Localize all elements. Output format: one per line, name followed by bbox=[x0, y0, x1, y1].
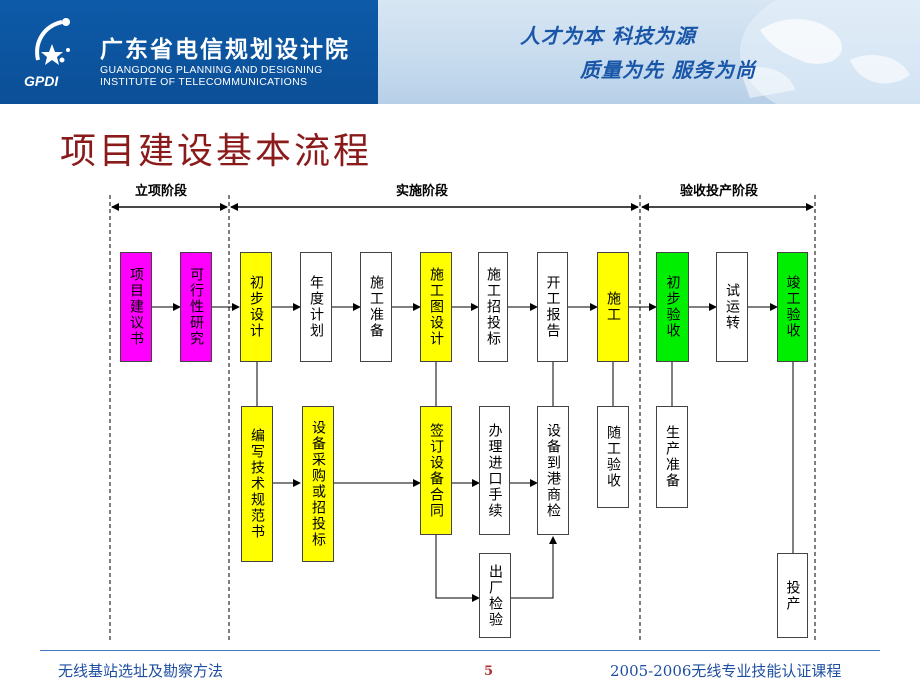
box-trial-run: 试运转 bbox=[716, 252, 748, 362]
box-label: 开工报告 bbox=[544, 275, 561, 339]
box-construction-drawing-design: 施工图设计 bbox=[420, 252, 452, 362]
box-label: 出厂检验 bbox=[487, 563, 503, 628]
box-factory-inspection: 出厂检验 bbox=[479, 553, 511, 638]
box-label: 生产准备 bbox=[664, 425, 680, 489]
box-label: 施工招投标 bbox=[485, 267, 501, 347]
footer-course-name: 2005-2006无线专业技能认证课程 bbox=[610, 662, 842, 680]
box-preliminary-design: 初步设计 bbox=[240, 252, 272, 362]
page-number: 5 bbox=[484, 664, 494, 679]
box-label: 施工图设计 bbox=[428, 267, 444, 347]
box-label: 设备采购或招投标 bbox=[310, 420, 326, 548]
box-project-proposal: 项目建议书 bbox=[120, 252, 152, 362]
box-final-acceptance: 竣工验收 bbox=[777, 252, 808, 362]
box-construction-prep: 施工准备 bbox=[360, 252, 392, 362]
box-label: 投产 bbox=[784, 579, 801, 612]
flow-arrows bbox=[152, 303, 794, 602]
stage-acceptance-label: 验收投产阶段 bbox=[680, 184, 759, 199]
box-feasibility-study: 可行性研究 bbox=[180, 252, 212, 362]
box-label: 编写技术规范书 bbox=[249, 428, 265, 540]
header-banner: GPDI 广东省电信规划设计院 GUANGDONG PLANNING AND D… bbox=[0, 0, 920, 104]
globe-graphic bbox=[740, 0, 920, 104]
footer-course-topic: 无线基站选址及勘察方法 bbox=[58, 662, 224, 680]
box-label: 项目建议书 bbox=[128, 267, 144, 347]
box-label: 签订设备合同 bbox=[428, 422, 444, 519]
box-production-prep: 生产准备 bbox=[656, 406, 688, 508]
org-name-en-line2: INSTITUTE OF TELECOMMUNICATIONS bbox=[100, 76, 308, 88]
box-label: 初步设计 bbox=[248, 275, 264, 339]
box-start-report: 开工报告 bbox=[537, 252, 568, 362]
gpdi-logo: GPDI bbox=[24, 18, 70, 89]
logo-text: GPDI bbox=[24, 73, 59, 89]
box-procurement: 设备采购或招投标 bbox=[302, 406, 334, 562]
footer-divider bbox=[40, 650, 880, 651]
box-import-procedures: 办理进口手续 bbox=[479, 406, 510, 535]
org-name-en: GUANGDONG PLANNING AND DESIGNING INSTITU… bbox=[100, 64, 323, 88]
stage-initiation-label: 立项阶段 bbox=[135, 184, 188, 199]
box-label: 初步验收 bbox=[664, 275, 681, 339]
box-label: 设备到港商检 bbox=[545, 422, 561, 519]
box-label: 办理进口手续 bbox=[486, 422, 503, 519]
box-label: 随工验收 bbox=[605, 425, 621, 489]
box-tech-spec: 编写技术规范书 bbox=[241, 406, 273, 562]
box-label: 施工准备 bbox=[368, 275, 384, 339]
page-title: 项目建设基本流程 bbox=[60, 131, 373, 172]
box-construction: 施工 bbox=[597, 252, 629, 362]
banner-logo-area: GPDI 广东省电信规划设计院 GUANGDONG PLANNING AND D… bbox=[0, 0, 378, 104]
box-label: 施工 bbox=[605, 291, 621, 323]
box-label: 可行性研究 bbox=[188, 267, 204, 347]
box-commissioning: 投产 bbox=[777, 553, 808, 638]
box-equipment-contract: 签订设备合同 bbox=[420, 406, 452, 535]
box-label: 年度计划 bbox=[308, 275, 324, 339]
box-construction-bidding: 施工招投标 bbox=[478, 252, 508, 362]
stage-separators bbox=[109, 195, 816, 640]
motto-line-2: 质量为先 服务为尚 bbox=[580, 58, 756, 82]
box-annual-plan: 年度计划 bbox=[300, 252, 332, 362]
box-acceptance-with-construction: 随工验收 bbox=[597, 406, 629, 508]
stage-implementation-label: 实施阶段 bbox=[396, 184, 449, 199]
box-preliminary-acceptance: 初步验收 bbox=[656, 252, 689, 362]
box-label: 试运转 bbox=[724, 283, 740, 331]
org-name-cn: 广东省电信规划设计院 bbox=[100, 37, 350, 63]
motto-line-1: 人才为本 科技为源 bbox=[520, 24, 696, 48]
box-equipment-arrival-inspection: 设备到港商检 bbox=[537, 406, 569, 535]
box-label: 竣工验收 bbox=[784, 275, 801, 339]
org-name-en-line1: GUANGDONG PLANNING AND DESIGNING bbox=[100, 64, 323, 76]
